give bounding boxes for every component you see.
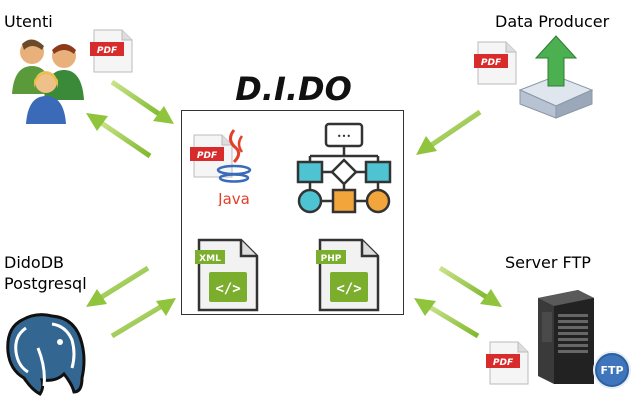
users-icon <box>12 39 84 124</box>
arrow-dido-to-ftp <box>438 265 502 307</box>
svg-text:PHP: PHP <box>321 254 342 264</box>
arrow-producer-to-dido <box>416 109 482 155</box>
svg-text:PDF: PDF <box>197 151 218 161</box>
diagram-title: D.I.DO <box>235 70 352 108</box>
svg-text:PDF: PDF <box>97 46 118 56</box>
label-server-ftp: Server FTP <box>505 253 591 272</box>
arrow-ftp-to-dido <box>414 298 480 339</box>
arrow-utenti-to-dido <box>110 79 174 124</box>
svg-text:FTP: FTP <box>600 364 623 377</box>
svg-text:</>: </> <box>215 281 240 297</box>
upload-box-icon <box>518 35 594 119</box>
postgresql-elephant-icon <box>6 313 86 396</box>
ftp-badge-icon: FTP <box>593 351 631 389</box>
pdf-icon: PDF <box>90 29 133 73</box>
arrow-db-to-dido <box>110 298 176 339</box>
svg-text:Java: Java <box>217 190 250 206</box>
server-icon <box>538 290 594 384</box>
java-icon: Java <box>216 129 252 206</box>
label-didodb: DidoDB <box>4 253 65 272</box>
svg-text:</>: </> <box>336 281 361 297</box>
svg-text:PDF: PDF <box>493 358 514 368</box>
label-utenti: Utenti <box>4 12 53 31</box>
php-file-icon: PHP </> <box>316 238 380 312</box>
xml-file-icon: XML </> <box>195 238 259 312</box>
flowchart-icon: ••• <box>296 122 392 214</box>
arrow-dido-to-utenti <box>86 113 152 159</box>
label-postgresql: Postgresql <box>4 274 87 293</box>
svg-text:•••: ••• <box>337 132 351 141</box>
pdf-icon: PDF <box>474 41 517 85</box>
label-data-producer: Data Producer <box>495 12 610 31</box>
arrow-dido-to-db <box>86 265 150 307</box>
pdf-icon: PDF <box>486 341 529 385</box>
svg-text:PDF: PDF <box>481 58 502 68</box>
svg-text:XML: XML <box>199 254 221 264</box>
